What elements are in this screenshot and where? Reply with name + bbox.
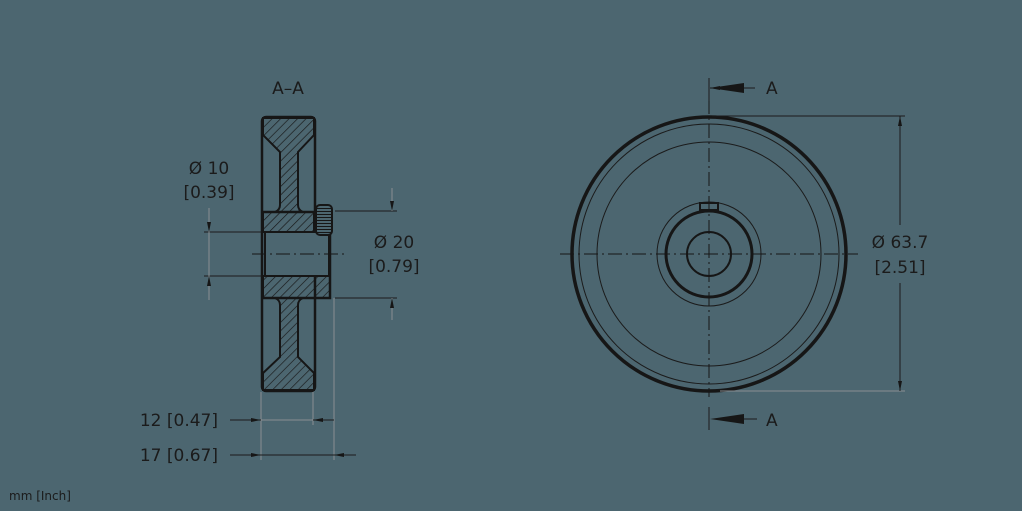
front-view: A A Ø 63.7 [2.51] bbox=[560, 78, 928, 431]
bore-diameter-mm: Ø 10 bbox=[189, 159, 229, 179]
width-inner-label: 12 [0.47] bbox=[140, 411, 218, 431]
outer-diameter-inch: [2.51] bbox=[874, 258, 925, 278]
hub-diameter-inch: [0.79] bbox=[368, 257, 419, 277]
section-hatch-bottom bbox=[262, 275, 331, 391]
hub-diameter-mm: Ø 20 bbox=[374, 233, 414, 253]
units-label: mm [Inch] bbox=[9, 489, 71, 503]
section-title: A–A bbox=[272, 79, 304, 99]
section-marker-bottom: A bbox=[766, 411, 778, 431]
outer-diameter-mm: Ø 63.7 bbox=[872, 233, 929, 253]
section-hatch-top bbox=[262, 117, 315, 233]
section-marker-top: A bbox=[766, 79, 778, 99]
set-screw bbox=[315, 204, 333, 236]
section-view: A–A Ø 10 [0.39] Ø 20 [0.79] 12 [0.47] 17… bbox=[140, 79, 420, 466]
bore-diameter-inch: [0.39] bbox=[183, 183, 234, 203]
width-total-label: 17 [0.67] bbox=[140, 446, 218, 466]
